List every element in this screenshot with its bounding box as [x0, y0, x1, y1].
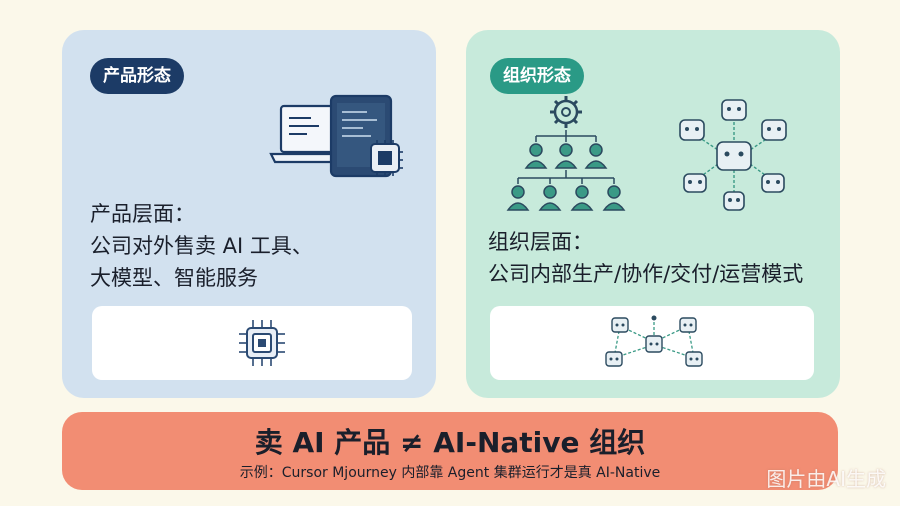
product-heading: 产品层面：	[90, 202, 195, 226]
product-card: 产品形态 产品层面： 公司对外售卖 AI 工具、 大模型、智能服务	[62, 30, 436, 398]
org-description: 组织层面： 公司内部生产/协作/交付/运营模式	[488, 226, 803, 290]
product-line-1: 公司对外售卖 AI 工具、	[90, 234, 313, 258]
product-tag: 产品形态	[90, 58, 184, 94]
org-heading: 组织层面：	[488, 230, 593, 254]
robot-agent-icons	[679, 99, 787, 211]
product-description: 产品层面： 公司对外售卖 AI 工具、 大模型、智能服务	[90, 198, 313, 294]
laptop-chip-icon	[269, 94, 403, 178]
org-hierarchy-and-agents-icon	[506, 96, 787, 211]
org-tag: 组织形态	[490, 58, 584, 94]
banner-title: 卖 AI 产品 ≠ AI-Native 组织	[254, 426, 646, 459]
gear-icon	[550, 96, 582, 128]
banner-example: 示例：Cursor Mjourney 内部靠 Agent 集群运行才是真 AI-…	[239, 465, 661, 481]
product-chip-panel	[92, 306, 412, 380]
agent-network-icon	[605, 315, 703, 367]
org-line-1: 公司内部生产/协作/交付/运营模式	[488, 262, 804, 286]
org-agents-panel	[490, 306, 814, 380]
conclusion-banner: 卖 AI 产品 ≠ AI-Native 组织 示例：Cursor Mjourne…	[62, 412, 838, 490]
org-card: 组织形态	[466, 30, 840, 398]
product-line-2: 大模型、智能服务	[90, 266, 258, 290]
ai-generated-watermark: 图片由AI生成	[766, 467, 886, 491]
chip-icon	[239, 320, 285, 366]
